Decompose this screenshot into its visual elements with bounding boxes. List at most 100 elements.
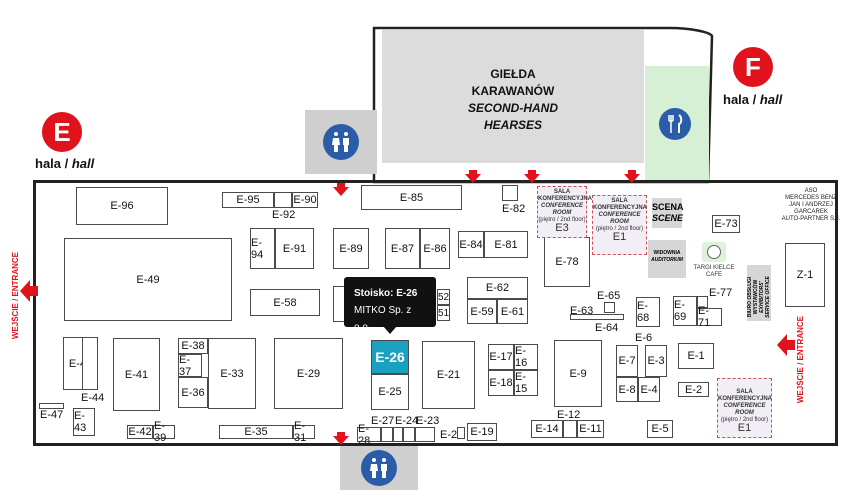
booth-e-19[interactable]: E-19 — [467, 423, 497, 441]
booth-e-85[interactable]: E-85 — [361, 185, 462, 210]
booth-e-58[interactable]: E-58 — [250, 289, 320, 316]
booth-e-41[interactable]: E-41 — [113, 338, 160, 411]
booth-e-12: E-12 — [557, 409, 581, 421]
booth-e-4[interactable]: E-4 — [638, 377, 660, 402]
booth-e-82-box[interactable] — [502, 185, 518, 201]
booth-e-39[interactable]: E-39 — [153, 420, 175, 444]
booth-e-9[interactable]: E-9 — [554, 340, 602, 407]
conference-room-e1-b[interactable]: SALA KONFERENCYJNA CONFERENCE ROOM (pięt… — [717, 378, 772, 438]
booth-e-96[interactable]: E-96 — [76, 187, 168, 225]
hall-e-badge: E — [42, 112, 82, 152]
booth-e-5[interactable]: E-5 — [647, 420, 673, 438]
booth-tooltip: Stoisko: E-26 MITKO Sp. z o.o. — [344, 277, 436, 333]
booth-51[interactable]: 51 — [437, 305, 450, 321]
booth-e-7[interactable]: E-7 — [616, 345, 638, 377]
conference-room-e1[interactable]: SALA KONFERENCYJNA CONFERENCE ROOM (pięt… — [592, 195, 647, 255]
booth-e-16[interactable]: E-16 — [514, 344, 538, 370]
booth-e-69[interactable]: E-69 — [673, 296, 697, 326]
booth-e-65-label: E-65 — [597, 290, 621, 302]
booth-e-35[interactable]: E-35 — [219, 425, 293, 439]
booth-e-42[interactable]: E-42 — [127, 425, 153, 439]
booth-e-24-box[interactable] — [403, 427, 415, 442]
exchange-area — [382, 30, 644, 163]
booth-e-84[interactable]: E-84 — [458, 231, 484, 258]
exchange-label: GIEŁDA KARAWANÓW SECOND-HAND HEARSES — [468, 67, 558, 132]
exhibitor-office — [747, 265, 771, 321]
wc-top — [305, 110, 377, 174]
restaurant-icon — [659, 108, 691, 140]
booth-e-59[interactable]: E-59 — [467, 299, 497, 324]
booth-e-18[interactable]: E-18 — [488, 370, 514, 396]
booth-e-36[interactable]: E-36 — [178, 377, 208, 408]
booth-e-17[interactable]: E-17 — [488, 344, 514, 370]
booth-e-26-b[interactable] — [393, 427, 403, 442]
booth-e-87[interactable]: E-87 — [385, 228, 420, 269]
wc-icon — [361, 450, 397, 486]
booth-e-27: E-27 — [371, 415, 395, 427]
booth-e-31[interactable]: E-31 — [293, 420, 315, 444]
booth-52[interactable]: 52 — [437, 289, 450, 305]
booth-e-15[interactable]: E-15 — [514, 370, 538, 396]
booth-e-1[interactable]: E-1 — [678, 343, 714, 369]
booth-e-28[interactable]: E-28 — [357, 423, 381, 447]
entry-arrow — [333, 432, 349, 446]
booth-e-2b-box[interactable] — [457, 427, 465, 439]
booth-e-71[interactable]: E-71 — [697, 305, 722, 329]
booth-e-14[interactable]: E-14 — [531, 420, 563, 438]
booth-e-26[interactable]: E-26 — [371, 340, 409, 374]
booth-e-68[interactable]: E-68 — [636, 297, 660, 327]
booth-e-38[interactable]: E-38 — [178, 338, 208, 354]
booth-e-95[interactable]: E-95 — [222, 192, 274, 208]
hall-f-badge: F — [733, 47, 773, 87]
booth-e-37[interactable]: E-37 — [178, 354, 202, 378]
booth-e-2b: E-2 — [440, 429, 458, 441]
booth-e-3[interactable]: E-3 — [645, 345, 667, 377]
cafe-label: TARGI KIELCE CAFE — [693, 265, 735, 278]
booth-e-91[interactable]: E-91 — [275, 228, 314, 269]
booth-e-73[interactable]: E-73 — [712, 215, 740, 233]
booth-e-2[interactable]: E-2 — [678, 382, 709, 397]
booth-e-23-box[interactable] — [415, 427, 435, 442]
hall-e-outline — [33, 180, 838, 446]
entrance-label-right: WEJŚCIE / ENTRANCE — [796, 316, 805, 404]
entry-arrow — [624, 170, 640, 184]
booth-e-8[interactable]: E-8 — [616, 377, 638, 402]
booth-e-94[interactable]: E-94 — [250, 228, 275, 269]
booth-e-49[interactable]: E-49 — [64, 238, 232, 321]
booth-e-95-annex[interactable] — [274, 192, 292, 208]
booth-z-1[interactable]: Z-1 — [785, 243, 825, 307]
entrance-arrow-left — [20, 280, 38, 302]
booth-e-86[interactable]: E-86 — [420, 228, 450, 269]
booth-e-89[interactable]: E-89 — [333, 228, 369, 269]
entry-arrow — [333, 183, 349, 197]
booth-e-24: E-24 — [395, 415, 419, 427]
conference-room-e3[interactable]: SALA KONFERENCYJNA CONFERENCE ROOM (pięt… — [537, 186, 592, 238]
booth-e-29[interactable]: E-29 — [274, 338, 343, 409]
hall-e-label: hala / hall — [35, 156, 95, 171]
booth-e-43[interactable]: E-43 — [73, 408, 95, 436]
tooltip-pointer — [383, 326, 397, 334]
booth-e-63[interactable] — [570, 314, 624, 320]
booth-e-77-box[interactable] — [697, 296, 708, 308]
booth-e-61[interactable]: E-61 — [497, 299, 528, 324]
booth-e-81[interactable]: E-81 — [484, 231, 528, 258]
booth-e-64: E-64 — [595, 322, 619, 334]
booth-e-25[interactable]: E-25 — [371, 374, 409, 410]
booth-e-46-annex[interactable] — [82, 337, 98, 390]
booth-e-13[interactable] — [563, 420, 577, 438]
hall-f-label: hala / hall — [723, 92, 783, 107]
booth-e-47-box[interactable] — [39, 403, 64, 409]
booth-e-27-box[interactable] — [381, 427, 393, 442]
booth-e-23: E-23 — [416, 415, 440, 427]
booth-e-33[interactable]: E-33 — [208, 338, 256, 409]
booth-e-62[interactable]: E-62 — [467, 277, 528, 299]
booth-e-11[interactable]: E-11 — [577, 420, 604, 438]
aso-label: ASO MERCEDES BENZ JAN I ANDRZEJ GARCAREK… — [781, 188, 841, 222]
booth-e-21[interactable]: E-21 — [422, 341, 475, 409]
booth-e-65[interactable] — [604, 302, 615, 313]
booth-e-90[interactable]: E-90 — [292, 192, 318, 208]
booth-e-78[interactable]: E-78 — [544, 237, 590, 287]
booth-e-92-label: E-92 — [272, 209, 296, 221]
exhibitor-office-label: BIURO OBSŁUGI WYSTAWCÓW EXHIBITORS' SERV… — [747, 276, 771, 318]
